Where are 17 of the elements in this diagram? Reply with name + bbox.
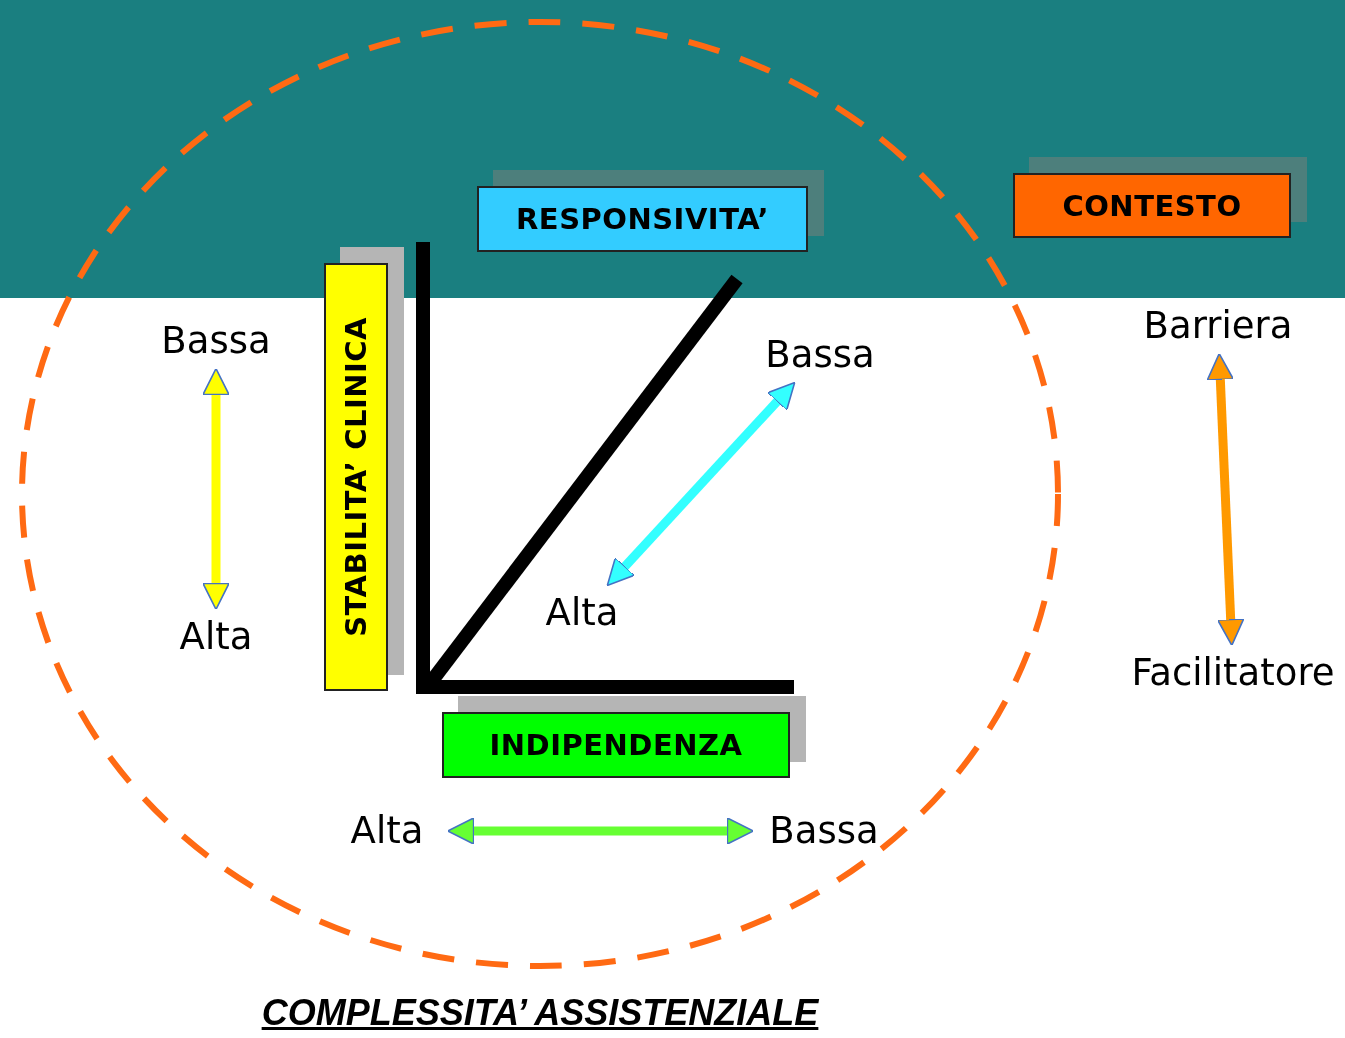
scale-label: Alta (331, 808, 443, 854)
scale-label: Bassa (758, 808, 890, 854)
double-arrow (606, 381, 796, 587)
double-arrow (202, 367, 230, 611)
scale-label: Bassa (754, 332, 886, 378)
label-box: RESPONSIVITA’ (477, 186, 808, 252)
double-arrow (446, 817, 755, 845)
double-arrow (1206, 352, 1245, 647)
scale-label: Alta (160, 614, 272, 660)
scale-label: Alta (526, 590, 638, 636)
vertical-label-box: STABILITA’ CLINICA (324, 263, 388, 691)
scale-label: Barriera (1140, 303, 1296, 349)
scale-label: Bassa (150, 318, 282, 364)
label-box: INDIPENDENZA (442, 712, 790, 778)
caption: COMPLESSITA’ ASSISTENZIALE (260, 992, 820, 1034)
scale-label: Facilitatore (1124, 650, 1342, 696)
label-box: CONTESTO (1013, 173, 1291, 238)
